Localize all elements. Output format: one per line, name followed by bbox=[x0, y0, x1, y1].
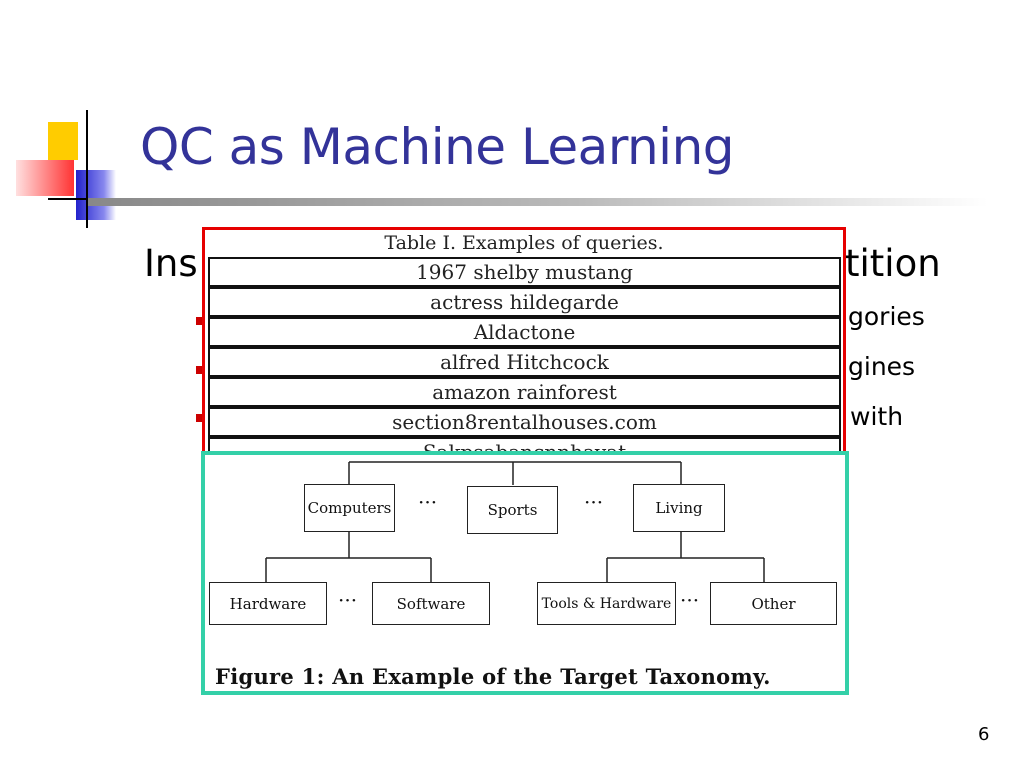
table-row: alfred Hitchcock bbox=[208, 347, 841, 377]
sub-bullet-1-fragment: gories bbox=[848, 302, 925, 331]
taxonomy-node-hardware: Hardware bbox=[209, 582, 327, 625]
slide-title: QC as Machine Learning bbox=[140, 118, 735, 176]
ellipsis: ··· bbox=[338, 588, 358, 612]
sub-bullet-marker-2 bbox=[196, 366, 204, 374]
slide-logo-decoration bbox=[0, 100, 140, 230]
ellipsis: ··· bbox=[418, 490, 438, 514]
taxonomy-node-living: Living bbox=[633, 484, 725, 532]
bullet-text-right-fragment: tition bbox=[845, 242, 941, 285]
table-row: actress hildegarde bbox=[208, 287, 841, 317]
sub-bullet-2-fragment: gines bbox=[848, 352, 916, 381]
ellipsis: ··· bbox=[584, 490, 604, 514]
taxonomy-node-computers: Computers bbox=[304, 484, 395, 532]
taxonomy-node-tools-hardware: Tools & Hardware bbox=[537, 582, 676, 625]
taxonomy-node-sports: Sports bbox=[467, 486, 558, 534]
ellipsis: ··· bbox=[680, 588, 700, 612]
taxonomy-node-other: Other bbox=[710, 582, 837, 625]
figure-caption: Figure 1: An Example of the Target Taxon… bbox=[215, 664, 771, 689]
sub-bullet-3-fragment: with bbox=[850, 402, 904, 431]
title-underline-rule bbox=[88, 198, 988, 206]
table-row: Aldactone bbox=[208, 317, 841, 347]
sub-bullet-marker-1 bbox=[196, 317, 204, 325]
taxonomy-node-software: Software bbox=[372, 582, 490, 625]
sub-bullet-marker-3 bbox=[196, 414, 204, 422]
table-row: 1967 shelby mustang bbox=[208, 257, 841, 287]
table-caption: Table I. Examples of queries. bbox=[384, 232, 664, 254]
logo-yellow-square bbox=[48, 122, 78, 160]
query-examples-table: Table I. Examples of queries. 1967 shelb… bbox=[202, 227, 846, 557]
page-number: 6 bbox=[978, 724, 990, 745]
bullet-text-left-fragment: Ins bbox=[144, 242, 198, 285]
logo-blue-square bbox=[76, 170, 116, 220]
logo-red-square bbox=[16, 160, 74, 196]
table-row: amazon rainforest bbox=[208, 377, 841, 407]
table-row: section8rentalhouses.com bbox=[208, 407, 841, 437]
logo-vertical-line bbox=[86, 110, 88, 228]
